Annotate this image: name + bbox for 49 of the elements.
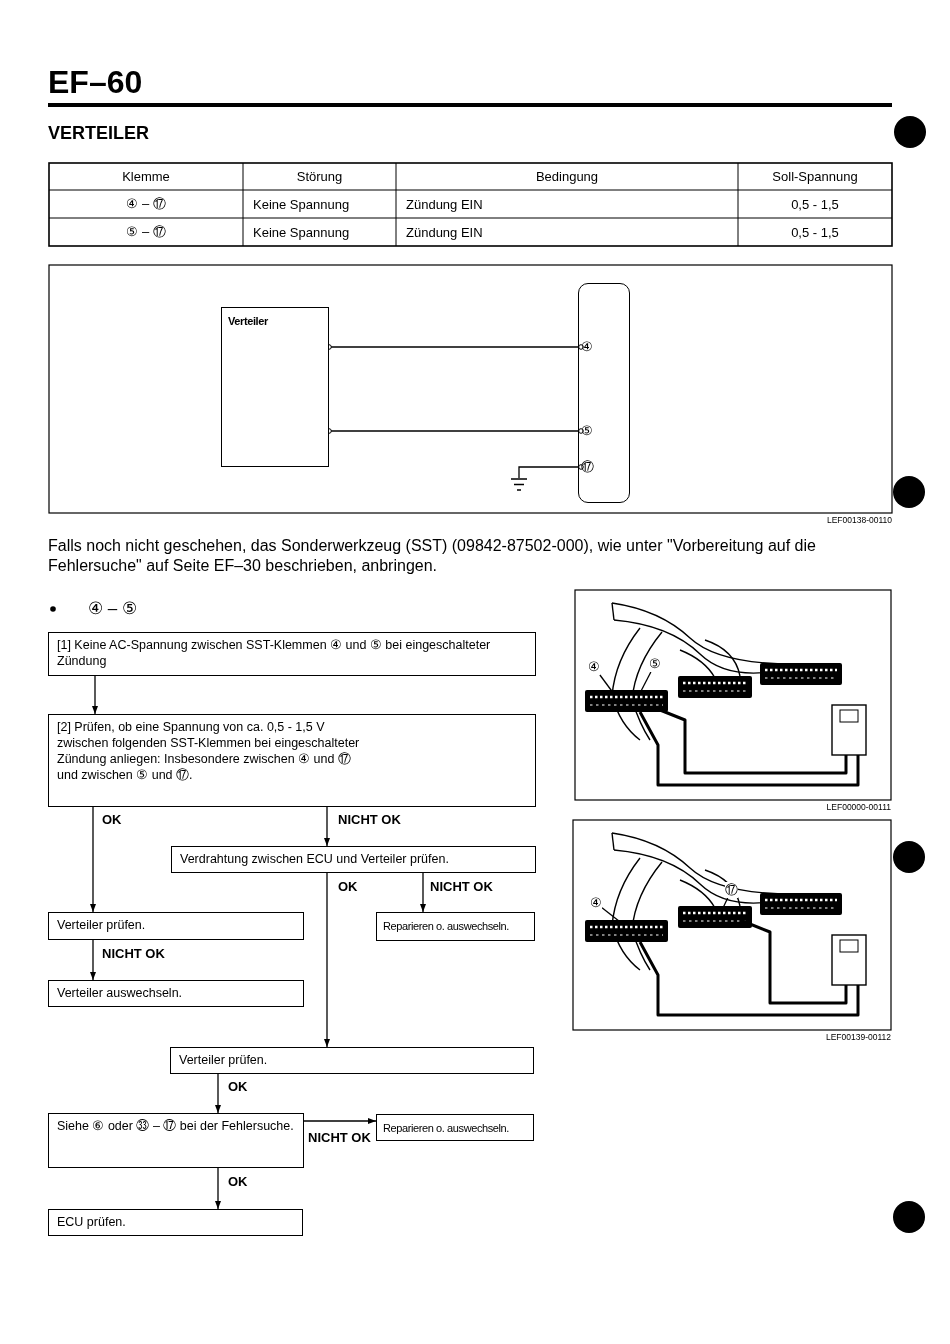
page-number: EF–60 [48,63,143,102]
table-header: Bedingung [534,168,600,186]
table-cell-text: Zündung EIN [405,223,484,242]
arrow [215,1073,221,1114]
table-cell-text: Zündung EIN [405,195,484,214]
figure-code: LEF00000-00111 [825,802,891,814]
table-cell-text: Keine Spannung [252,195,351,214]
section-title: VERTEILER [48,122,149,144]
arrow [420,872,426,913]
paragraph: Falls noch nicht geschehen, das Sonderwerkzeug (SST) (09842-87502-000), wie unter "Vorbereitung auf die Fehlersuche" auf Seite EF–30 beschrieben, anbringen. [48,536,817,576]
table-cell-text: Keine Spannung [252,223,351,242]
process-box: Verteiler prüfen. [48,912,304,940]
process-box: Verteiler auswechseln. [48,980,304,1007]
callout-number: ④ [588,659,600,675]
process-box: Verdrahtung zwischen ECU und Verteiler prüfen. [171,846,536,873]
pin-label: ⑤ [581,423,593,439]
process-box: ECU prüfen. [48,1209,303,1236]
component-box: Verteiler [221,307,329,467]
wire [518,464,584,479]
table-cell-text: 0,5 - 1,5 [790,223,840,242]
figure-code: LEF00138-00110 [825,515,892,527]
process-box: [2] Prüfen, ob eine Spannung von ca. 0,5 - 1,5 V zwischen folgenden SST-Klemmen bei eingeschalteter Zündung anliegen: Insbesondere zwischen ④ und ⑰ und zwischen ⑤ und ⑰. [48,714,536,807]
process-box: [1] Keine AC-Spannung zwischen SST-Klemmen ④ und ⑤ bei eingeschalteter Zündung [48,632,536,676]
table-header: Klemme [121,168,171,186]
callout-number: ⑤ [649,656,661,672]
arrow [324,872,330,1048]
table-header: Störung [295,168,344,186]
table-header: Soll-Spannung [771,168,859,186]
connector-box [578,283,630,503]
section-heading: ④ – ⑤ [88,598,137,620]
process-box: Verteiler prüfen. [170,1047,534,1074]
figure-code: LEF00139-00112 [824,1032,891,1044]
table-cell-text: 0,5 - 1,5 [790,195,840,214]
table-cell-text: ④ – ⑰ [125,195,167,213]
table-cell-text: ⑤ – ⑰ [125,223,167,241]
pin-label: ④ [581,339,593,355]
arrow [90,806,96,913]
process-box: Reparieren o. auswechseln. [376,1114,534,1141]
ground-symbol [511,478,527,494]
arrow [92,675,98,715]
callout-number: ⑰ [725,882,738,898]
process-box: Siehe ⑥ oder ㉝ – ⑰ bei der Fehlersuche. [48,1113,304,1168]
process-box: Reparieren o. auswechseln. [376,912,535,941]
pin-label: ⑰ [581,459,594,475]
callout-number: ④ [590,895,602,911]
arrow [303,1118,377,1124]
arrow [215,1167,221,1210]
arrow [324,806,330,847]
arrow [90,939,96,981]
